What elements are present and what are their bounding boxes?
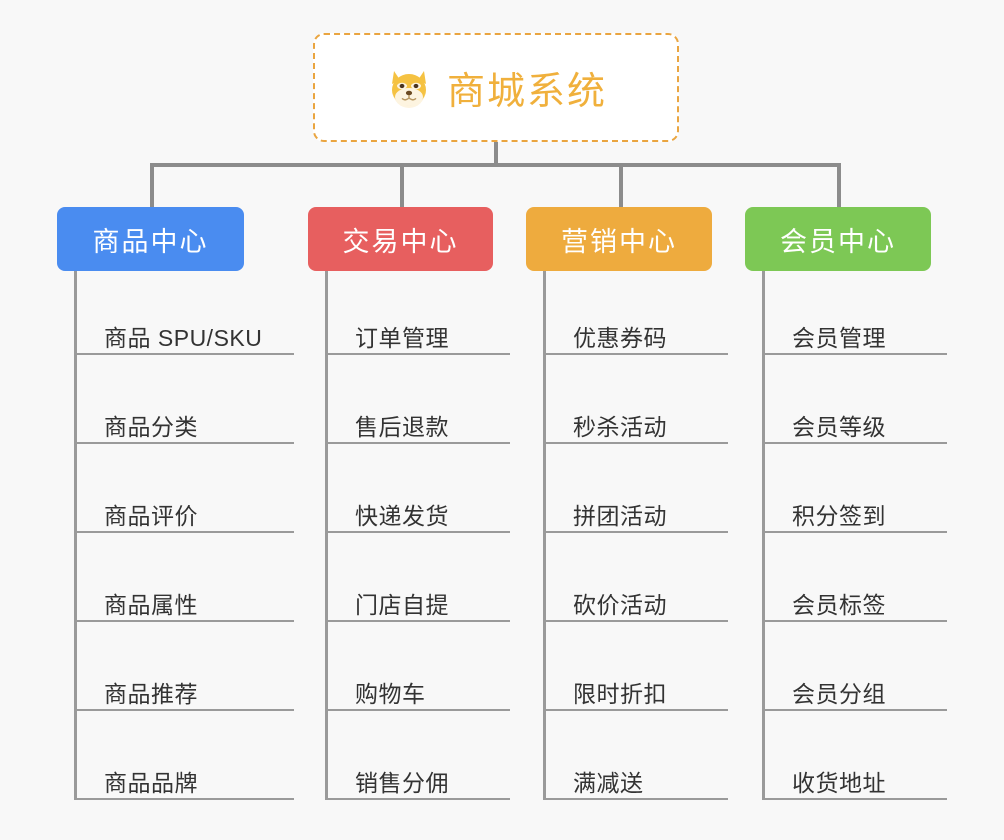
category-header-4[interactable]: 会员中心 xyxy=(745,207,931,271)
leaf-item-label: 会员管理 xyxy=(792,325,886,351)
category-header-label: 营销中心 xyxy=(561,226,677,257)
connector-drop-2 xyxy=(400,163,404,207)
leaf-item[interactable]: 限时折扣 xyxy=(543,675,728,711)
leaf-item[interactable]: 订单管理 xyxy=(325,319,510,355)
leaf-item-label: 商品 SPU/SKU xyxy=(104,325,263,351)
category-header-label: 交易中心 xyxy=(342,226,459,257)
leaf-item-label: 售后退款 xyxy=(355,414,449,440)
category-header-1[interactable]: 商品中心 xyxy=(57,207,244,271)
category-column: 会员中心会员管理会员等级积分签到会员标签会员分组收货地址 xyxy=(745,207,947,800)
shiba-dog-face-icon xyxy=(385,64,433,112)
category-column: 营销中心优惠券码秒杀活动拼团活动砍价活动限时折扣满减送 xyxy=(526,207,728,800)
leaf-item-label: 秒杀活动 xyxy=(573,414,667,440)
leaf-item[interactable]: 秒杀活动 xyxy=(543,408,728,444)
leaf-item[interactable]: 拼团活动 xyxy=(543,497,728,533)
category-spine xyxy=(543,271,546,800)
leaf-item-label: 快递发货 xyxy=(355,503,449,529)
leaf-item[interactable]: 优惠券码 xyxy=(543,319,728,355)
connector-horizontal-bus xyxy=(150,163,839,167)
leaf-item[interactable]: 门店自提 xyxy=(325,586,510,622)
category-column: 交易中心订单管理售后退款快递发货门店自提购物车销售分佣 xyxy=(308,207,510,800)
leaf-item[interactable]: 砍价活动 xyxy=(543,586,728,622)
leaf-item-label: 限时折扣 xyxy=(573,681,667,707)
leaf-item-label: 收货地址 xyxy=(792,770,886,796)
connector-root-stem xyxy=(494,142,498,165)
leaf-item-label: 拼团活动 xyxy=(573,503,667,529)
leaf-item[interactable]: 商品推荐 xyxy=(74,675,294,711)
leaf-item[interactable]: 会员管理 xyxy=(762,319,947,355)
category-spine xyxy=(74,271,77,800)
leaf-item-label: 会员等级 xyxy=(792,414,886,440)
leaf-item-label: 砍价活动 xyxy=(573,592,667,618)
leaf-item[interactable]: 售后退款 xyxy=(325,408,510,444)
leaf-item[interactable]: 会员等级 xyxy=(762,408,947,444)
leaf-item[interactable]: 商品评价 xyxy=(74,497,294,533)
leaf-item-label: 门店自提 xyxy=(355,592,449,618)
root-node[interactable]: 商城系统 xyxy=(313,33,679,142)
leaf-item-label: 商品评价 xyxy=(104,503,198,529)
leaf-item-label: 商品推荐 xyxy=(104,681,198,707)
connector-drop-3 xyxy=(619,163,623,207)
leaf-item[interactable]: 满减送 xyxy=(543,764,728,800)
leaf-item-label: 销售分佣 xyxy=(355,770,449,796)
leaf-item[interactable]: 会员标签 xyxy=(762,586,947,622)
category-header-label: 会员中心 xyxy=(780,226,896,257)
leaf-item-label: 商品属性 xyxy=(104,592,198,618)
category-spine xyxy=(762,271,765,800)
leaf-item-label: 商品品牌 xyxy=(104,770,198,796)
leaf-item[interactable]: 购物车 xyxy=(325,675,510,711)
category-header-3[interactable]: 营销中心 xyxy=(526,207,712,271)
leaf-item[interactable]: 商品品牌 xyxy=(74,764,294,800)
leaf-item-label: 商品分类 xyxy=(104,414,198,440)
leaf-item-label: 会员分组 xyxy=(792,681,886,707)
leaf-item[interactable]: 销售分佣 xyxy=(325,764,510,800)
leaf-item[interactable]: 收货地址 xyxy=(762,764,947,800)
leaf-item[interactable]: 会员分组 xyxy=(762,675,947,711)
leaf-item[interactable]: 商品分类 xyxy=(74,408,294,444)
root-title: 商城系统 xyxy=(446,71,607,113)
category-spine xyxy=(325,271,328,800)
leaf-item-label: 满减送 xyxy=(573,770,644,796)
leaf-item-label: 会员标签 xyxy=(792,592,886,618)
leaf-item-label: 购物车 xyxy=(355,681,426,707)
leaf-item[interactable]: 积分签到 xyxy=(762,497,947,533)
category-column: 商品中心商品 SPU/SKU 商品分类商品评价商品属性商品推荐商品品牌 xyxy=(57,207,294,800)
leaf-item[interactable]: 商品 SPU/SKU xyxy=(74,319,294,355)
leaf-item-label: 订单管理 xyxy=(355,325,449,351)
leaf-item[interactable]: 商品属性 xyxy=(74,586,294,622)
connector-drop-1 xyxy=(150,163,154,207)
category-header-2[interactable]: 交易中心 xyxy=(308,207,493,271)
connector-drop-4 xyxy=(837,163,841,207)
category-header-label: 商品中心 xyxy=(92,226,209,257)
leaf-item-label: 积分签到 xyxy=(792,503,886,529)
leaf-item-label: 优惠券码 xyxy=(573,325,667,351)
leaf-item[interactable]: 快递发货 xyxy=(325,497,510,533)
